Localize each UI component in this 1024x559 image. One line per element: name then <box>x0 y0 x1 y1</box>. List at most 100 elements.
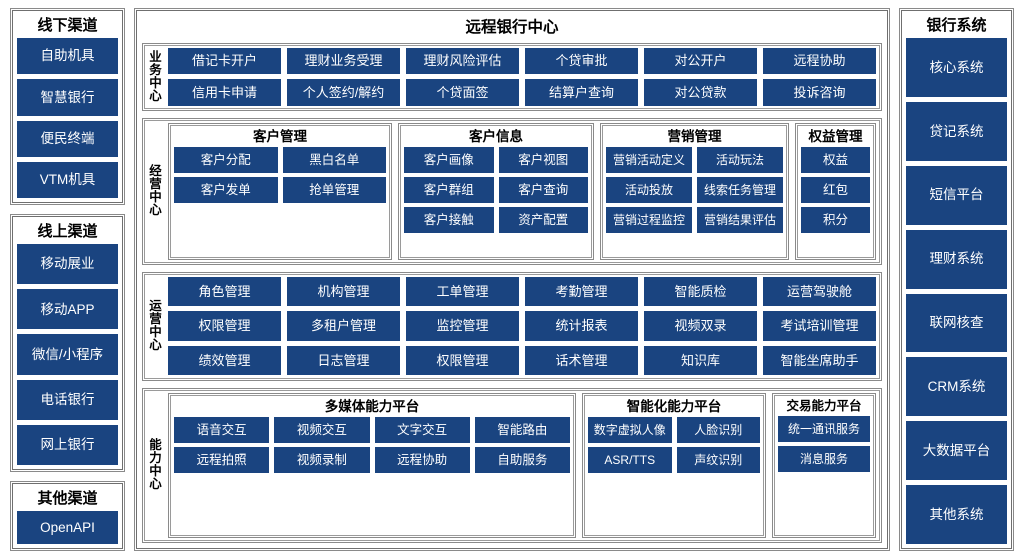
business-tile[interactable]: 个贷审批 <box>525 47 638 74</box>
operations-tile[interactable]: 监控管理 <box>406 311 519 341</box>
operations-tile[interactable]: 机构管理 <box>287 276 400 307</box>
subpanel-tile[interactable]: 客户画像 <box>404 147 494 173</box>
subpanel-title: 智能化能力平台 <box>626 398 722 414</box>
subpanel-tile[interactable]: 积分 <box>801 207 870 233</box>
section-label-management-center: 经 营 中 心 <box>146 123 165 260</box>
subpanel-tile[interactable]: 营销过程监控 <box>606 207 692 233</box>
subpanel-tile[interactable]: 消息服务 <box>778 446 870 472</box>
business-tile[interactable]: 理财业务受理 <box>287 47 400 74</box>
subpanel-marketing-management: 营销管理 营销活动定义 活动玩法 活动投放 线索任务管理 营销过程监控 营销结果… <box>600 122 789 260</box>
subpanel-tile[interactable]: 人脸识别 <box>676 417 760 443</box>
subpanel-tile[interactable]: 客户群组 <box>404 177 494 203</box>
channel-item[interactable]: 移动APP <box>17 289 118 330</box>
subpanel-tile[interactable]: 客户视图 <box>498 147 588 173</box>
business-tile[interactable]: 投诉咨询 <box>763 79 876 106</box>
section-label-char: 能 <box>149 438 162 453</box>
operations-tile[interactable]: 考试培训管理 <box>763 311 876 341</box>
subpanel-tile[interactable]: 声纹识别 <box>676 447 760 473</box>
operations-tile[interactable]: 运营驾驶舱 <box>763 276 876 307</box>
operations-tile[interactable]: 角色管理 <box>168 276 281 307</box>
bank-system-item[interactable]: 理财系统 <box>906 229 1007 289</box>
subpanel-tile[interactable]: 红包 <box>801 177 870 203</box>
channel-item[interactable]: 移动展业 <box>17 244 118 285</box>
channel-item[interactable]: 电话银行 <box>17 379 118 420</box>
subpanel-tile[interactable]: 智能路由 <box>474 417 570 443</box>
bank-system-group: 银行系统 核心系统 贷记系统 短信平台 理财系统 联网核查 CRM系统 大数据平… <box>899 8 1014 551</box>
operations-tile[interactable]: 智能质检 <box>644 276 757 307</box>
bank-system-item[interactable]: 核心系统 <box>906 38 1007 97</box>
bank-system-item[interactable]: 联网核查 <box>906 293 1007 353</box>
channel-item[interactable]: 便民终端 <box>17 120 118 157</box>
bank-system-item[interactable]: 大数据平台 <box>906 421 1007 481</box>
subpanel-customer-management: 客户管理 客户分配 黑白名单 客户发单 抢单管理 <box>168 122 392 260</box>
subpanel-tile-grid: 客户分配 黑白名单 客户发单 抢单管理 <box>174 147 386 254</box>
subpanel-tile[interactable]: 营销结果评估 <box>697 207 783 233</box>
section-label-char: 中 <box>149 464 162 479</box>
subpanel-tile[interactable]: 活动玩法 <box>697 147 783 173</box>
subpanel-tile[interactable]: 统一通讯服务 <box>778 416 870 442</box>
operations-tile[interactable]: 话术管理 <box>525 345 638 376</box>
subpanel-tile[interactable]: 客户查询 <box>498 177 588 203</box>
operations-tile[interactable]: 权限管理 <box>168 311 281 341</box>
section-management-center: 经 营 中 心 客户管理 客户分配 黑白名单 客户发单 抢单管理 <box>142 117 882 265</box>
subpanel-tile[interactable]: 视频交互 <box>274 417 370 443</box>
business-tile[interactable]: 对公贷款 <box>644 79 757 106</box>
subpanel-tile[interactable]: 文字交互 <box>374 417 470 443</box>
section-label-char: 心 <box>149 203 162 217</box>
section-body: 多媒体能力平台 语音交互 视频交互 文字交互 智能路由 远程拍照 视频录制 远程… <box>165 392 876 538</box>
subpanel-tile[interactable]: 黑白名单 <box>282 147 386 173</box>
subpanel-tile[interactable]: 客户接触 <box>404 207 494 233</box>
channel-item[interactable]: OpenAPI <box>17 511 118 544</box>
subpanel-tile[interactable]: 客户发单 <box>174 177 278 203</box>
bank-system-item[interactable]: 其他系统 <box>906 485 1007 544</box>
operations-tile[interactable]: 工单管理 <box>406 276 519 307</box>
channel-item[interactable]: 网上银行 <box>17 424 118 466</box>
left-channel-sidebar: 线下渠道 自助机具 智慧银行 便民终端 VTM机具 线上渠道 移动展业 移动AP… <box>10 8 125 551</box>
remote-banking-center-panel: 远程银行中心 业 务 中 心 借记卡开户 理财业务受理 理财风险评估 个贷审批 … <box>134 8 890 551</box>
operations-tile[interactable]: 视频双录 <box>644 311 757 341</box>
business-tile[interactable]: 远程协助 <box>763 47 876 74</box>
channel-item[interactable]: VTM机具 <box>17 161 118 198</box>
section-label-char: 力 <box>149 451 162 466</box>
subpanel-tile[interactable]: 视频录制 <box>274 447 370 473</box>
subpanel-tile[interactable]: 线索任务管理 <box>697 177 783 203</box>
subpanel-tile[interactable]: 远程协助 <box>374 447 470 473</box>
subpanel-tile[interactable]: 语音交互 <box>174 417 270 443</box>
operations-tile[interactable]: 智能坐席助手 <box>763 345 876 376</box>
channel-item[interactable]: 智慧银行 <box>17 79 118 116</box>
business-tile[interactable]: 借记卡开户 <box>168 47 281 74</box>
channel-item[interactable]: 自助机具 <box>17 38 118 75</box>
subpanel-tile[interactable]: 营销活动定义 <box>606 147 692 173</box>
operations-tile[interactable]: 日志管理 <box>287 345 400 376</box>
operations-tile[interactable]: 权限管理 <box>406 345 519 376</box>
subpanel-tile[interactable]: 客户分配 <box>174 147 278 173</box>
subpanel-tile[interactable]: 活动投放 <box>606 177 692 203</box>
channel-items: OpenAPI <box>17 511 118 544</box>
subpanel-tile[interactable]: 权益 <box>801 147 870 173</box>
business-tile[interactable]: 理财风险评估 <box>406 47 519 74</box>
subpanel-tile[interactable]: 远程拍照 <box>174 447 270 473</box>
section-label-business-center: 业 务 中 心 <box>146 48 165 106</box>
subpanel-tile[interactable]: 抢单管理 <box>282 177 386 203</box>
subpanel-tile[interactable]: ASR/TTS <box>588 447 672 473</box>
page-title: 远程银行中心 <box>465 19 559 36</box>
bank-system-item[interactable]: 短信平台 <box>906 165 1007 225</box>
business-tile[interactable]: 个贷面签 <box>406 79 519 106</box>
bank-system-item[interactable]: CRM系统 <box>906 357 1007 417</box>
business-tile[interactable]: 对公开户 <box>644 47 757 74</box>
channel-group-title: 线上渠道 <box>37 223 98 240</box>
subpanel-tile[interactable]: 数字虚拟人像 <box>588 417 672 443</box>
bank-system-item[interactable]: 贷记系统 <box>906 101 1007 161</box>
operations-tile[interactable]: 考勤管理 <box>525 276 638 307</box>
business-tile[interactable]: 个人签约/解约 <box>287 79 400 106</box>
business-tile[interactable]: 结算户查询 <box>525 79 638 106</box>
operations-tile[interactable]: 多租户管理 <box>287 311 400 341</box>
section-label-capability-center: 能 力 中 心 <box>146 393 165 539</box>
operations-tile[interactable]: 绩效管理 <box>168 345 281 376</box>
subpanel-tile[interactable]: 资产配置 <box>498 207 588 233</box>
business-tile[interactable]: 信用卡申请 <box>168 79 281 106</box>
subpanel-tile[interactable]: 自助服务 <box>474 447 570 473</box>
operations-tile[interactable]: 统计报表 <box>525 311 638 341</box>
channel-item[interactable]: 微信/小程序 <box>17 334 118 375</box>
operations-tile[interactable]: 知识库 <box>644 345 757 376</box>
